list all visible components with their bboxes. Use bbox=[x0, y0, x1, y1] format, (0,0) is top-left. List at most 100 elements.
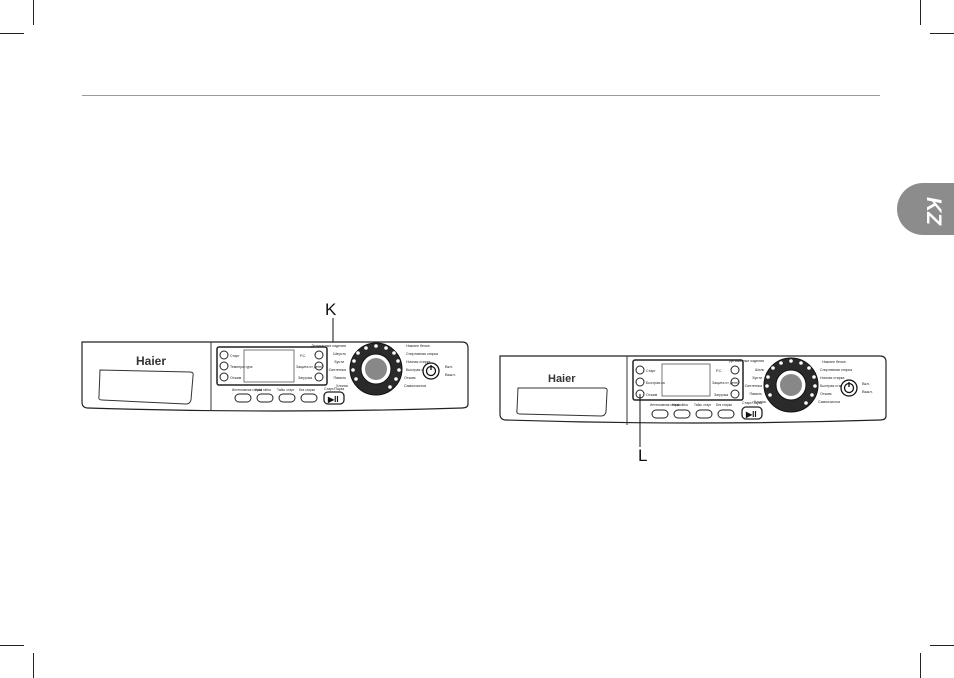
button-child-lock[interactable] bbox=[730, 377, 740, 387]
power-button[interactable] bbox=[840, 379, 858, 397]
button-label: Защита от детей bbox=[712, 381, 739, 385]
crop-mark bbox=[920, 653, 921, 678]
brand-logo: Haier bbox=[136, 354, 166, 368]
header-rule bbox=[82, 95, 880, 96]
dial-label: Самоочистка bbox=[404, 384, 426, 388]
button-child-lock[interactable] bbox=[314, 361, 324, 371]
dial-label: Спортивная стирка bbox=[820, 368, 852, 372]
crop-mark bbox=[920, 0, 921, 25]
button-temperature[interactable] bbox=[219, 361, 229, 371]
start-pause-label: Старт/Пауза bbox=[324, 387, 344, 391]
power-on-label: Вкл. bbox=[445, 364, 453, 369]
control-panel-k: Haier Старт Темпера-тура Отжим Р.С. Защи… bbox=[81, 318, 469, 412]
dial-label: Синтетика bbox=[745, 384, 762, 388]
button-label: Интенсивная стирка bbox=[650, 403, 680, 407]
start-pause-button[interactable] bbox=[741, 406, 763, 420]
button-intensive[interactable] bbox=[651, 409, 669, 419]
button-load[interactable] bbox=[730, 389, 740, 399]
button-label: Отжим bbox=[646, 393, 658, 397]
button-start[interactable] bbox=[219, 350, 229, 360]
button-no-wash[interactable] bbox=[717, 409, 735, 419]
detergent-drawer bbox=[516, 387, 608, 417]
program-dial-cap bbox=[780, 374, 802, 396]
dial-label: Спортивная стирка bbox=[406, 352, 438, 356]
button-label: Halal stirka bbox=[672, 403, 688, 407]
play-pause-icon: ▶II bbox=[745, 410, 757, 419]
callout-l: L bbox=[638, 446, 648, 465]
dial-label: Отжим bbox=[404, 376, 416, 380]
button-label: Отжим bbox=[230, 376, 242, 380]
button-label: Тайм. старт bbox=[277, 388, 295, 392]
button-label: Защита от детей bbox=[296, 365, 323, 369]
crop-mark bbox=[930, 33, 954, 34]
dial-label: Бусти bbox=[753, 376, 763, 380]
crop-mark bbox=[33, 653, 34, 678]
dial-label: Ночная стирка bbox=[406, 360, 430, 364]
dial-label: Память bbox=[333, 376, 346, 380]
power-off-label: Выкл. bbox=[862, 389, 873, 394]
power-button[interactable] bbox=[422, 362, 440, 380]
control-panel-l: Haier Старт Быстрая-ка Отжим Р.С. Защита… bbox=[499, 355, 887, 447]
button-rc[interactable] bbox=[730, 365, 740, 375]
button-load[interactable] bbox=[314, 372, 324, 382]
button-label: Старт bbox=[646, 369, 656, 373]
lcd-display bbox=[243, 349, 295, 383]
button-label: Р.С. bbox=[300, 354, 306, 358]
crop-mark bbox=[33, 0, 34, 25]
crop-mark bbox=[0, 33, 24, 34]
button-extra-rinse[interactable] bbox=[256, 393, 274, 403]
dial-label: Нижнее белье bbox=[406, 344, 430, 348]
brand-logo: Haier bbox=[548, 373, 576, 385]
button-label: Без стирки bbox=[299, 388, 315, 392]
button-timer[interactable] bbox=[278, 393, 296, 403]
language-tab: KZ bbox=[897, 183, 954, 235]
button-label: Halal stirka bbox=[255, 388, 271, 392]
program-dial-cap bbox=[365, 358, 387, 380]
dial-label: Бусти bbox=[335, 360, 345, 364]
dial-label: Отжим bbox=[820, 392, 832, 396]
dial-label: Синтетика bbox=[329, 368, 346, 372]
detergent-drawer bbox=[98, 369, 194, 405]
button-label: Без стирки bbox=[716, 403, 732, 407]
dial-label: Деликатные изделия bbox=[311, 344, 346, 348]
button-extra-rinse[interactable] bbox=[673, 409, 691, 419]
button-timer[interactable] bbox=[695, 409, 713, 419]
lcd-display bbox=[661, 363, 711, 397]
button-label: Быстрая-ка bbox=[646, 381, 665, 385]
program-indicator-dots bbox=[351, 344, 401, 389]
dial-label: Шелк bbox=[755, 368, 764, 372]
dial-label: Ночная стирка bbox=[820, 376, 844, 380]
start-pause-button[interactable] bbox=[323, 391, 345, 405]
button-intensive[interactable] bbox=[234, 393, 252, 403]
dial-label: Быстрая стирка bbox=[406, 368, 432, 372]
program-indicator-dots bbox=[765, 359, 817, 405]
button-label: Загрузка bbox=[714, 393, 728, 397]
dial-label: Деликатные изделия bbox=[729, 359, 764, 363]
button-speed[interactable] bbox=[635, 377, 645, 387]
crop-mark bbox=[0, 645, 24, 646]
button-label: Темпера-тура bbox=[230, 365, 252, 369]
dial-label: Память bbox=[749, 392, 762, 396]
dial-label: Быстрая стирка bbox=[820, 384, 846, 388]
callout-k: K bbox=[325, 300, 337, 319]
dial-label: Хлопок bbox=[336, 384, 348, 388]
crop-mark bbox=[930, 645, 954, 646]
power-on-label: Вкл. bbox=[862, 381, 870, 386]
power-off-label: Выкл. bbox=[445, 372, 456, 377]
button-label: Р.С. bbox=[716, 369, 722, 373]
button-spin[interactable] bbox=[219, 372, 229, 382]
dial-label: Хлопок bbox=[754, 400, 766, 404]
dial-label: Шерсть bbox=[333, 352, 346, 356]
button-rc[interactable] bbox=[314, 350, 324, 360]
language-tab-label: KZ bbox=[922, 197, 945, 225]
dial-label: Нижнее белье bbox=[822, 360, 846, 364]
button-no-wash[interactable] bbox=[300, 393, 318, 403]
button-label: Интенсивная стирка bbox=[232, 388, 262, 392]
dial-label: Самоочистка bbox=[818, 400, 840, 404]
button-label: Старт bbox=[230, 354, 240, 358]
button-label: Тайм. старт bbox=[694, 403, 712, 407]
button-start[interactable] bbox=[635, 365, 645, 375]
play-pause-icon: ▶II bbox=[327, 395, 339, 404]
start-pause-label: Старт/Пауза bbox=[742, 401, 762, 405]
button-label: Загрузка bbox=[298, 376, 312, 380]
